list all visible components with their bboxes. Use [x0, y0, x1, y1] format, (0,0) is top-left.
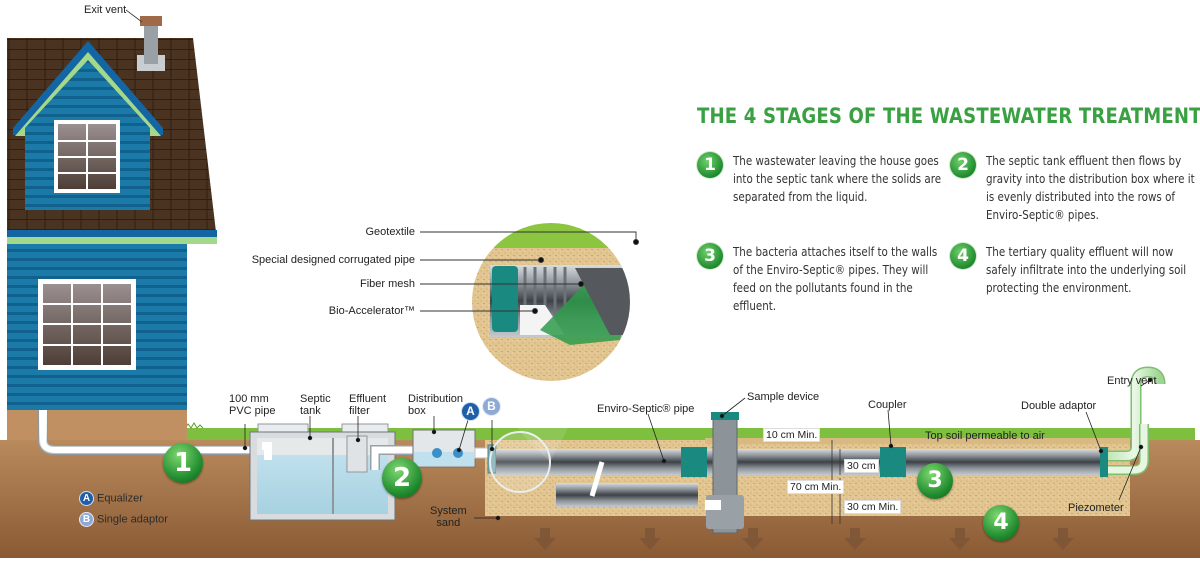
tank-inlet-tee — [262, 442, 272, 460]
stage-4-text: The tertiary quality effluent will now s… — [986, 245, 1187, 295]
eave-blue — [7, 230, 217, 237]
sample-device-cap — [711, 412, 739, 420]
label-pvc-pipe-line2: PVC pipe — [229, 405, 276, 417]
dimension-total-min: 70 cm Min. — [787, 480, 845, 494]
label-effluent-filter-line2: filter — [349, 405, 370, 417]
label-geotextile: Geotextile — [365, 226, 415, 238]
eave-green — [7, 237, 217, 244]
exit-vent-cap — [140, 16, 162, 26]
label-septic-tank-line1: Septic — [300, 393, 331, 405]
dimension-bottom-min: 30 cm Min. — [844, 500, 902, 514]
infiltration-arrows — [534, 528, 1074, 550]
label-effluent-filter-line1: Effluent — [349, 393, 387, 405]
label-system-sand: System sand — [430, 505, 467, 529]
stage-4-number: 4 — [950, 243, 976, 269]
label-corrugated-pipe: Special designed corrugated pipe — [251, 254, 415, 266]
effluent-filter — [346, 435, 368, 473]
stage-3-number: 3 — [697, 243, 723, 269]
stage-2-text: The septic tank effluent then flows by g… — [986, 154, 1195, 222]
diagram-badge-2: 2 — [382, 458, 422, 498]
label-distribution-box: Distribution box — [408, 393, 463, 417]
dimension-top-min: 10 cm Min. — [763, 428, 821, 442]
label-double-adaptor: Double adaptor — [1021, 400, 1097, 412]
label-effluent-filter: Effluent filter — [349, 393, 386, 417]
equalizer-A — [432, 448, 442, 458]
label-fiber-mesh: Fiber mesh — [359, 278, 415, 290]
magnifier-lens-ring — [489, 431, 551, 493]
marker-B: B — [482, 397, 501, 416]
double-adaptor — [1100, 447, 1108, 477]
cutaway-leaders — [420, 231, 639, 314]
label-bio-accelerator: Bio-Accelerator™ — [328, 305, 415, 317]
stage-3-text: The bacteria attaches itself to the wall… — [733, 245, 938, 313]
grass-blades — [184, 422, 204, 429]
label-piezometer: Piezometer — [1068, 502, 1124, 514]
legend-marker-B: B — [79, 512, 94, 527]
diagram-badge-3: 3 — [917, 463, 953, 499]
enviro-septic-pipe-second-row — [556, 483, 698, 507]
label-distribution-box-line2: box — [408, 405, 426, 417]
stage-1-text: The wastewater leaving the house goes in… — [733, 154, 942, 204]
page-title: THE 4 STAGES OF THE WASTEWATER TREATMENT — [697, 104, 1200, 128]
label-pvc-pipe: 100 mm PVC pipe — [229, 393, 275, 417]
label-distribution-box-line1: Distribution — [408, 393, 464, 405]
diagram-badge-4: 4 — [983, 505, 1019, 541]
coupler-1 — [681, 447, 707, 477]
label-enviro-septic-pipe: Enviro-Septic® pipe — [597, 403, 695, 415]
label-exit-vent: Exit vent — [84, 4, 127, 16]
dimension-pipe: 30 cm — [844, 459, 879, 473]
label-entry-vent: Entry vent — [1107, 375, 1157, 387]
exit-vent-pipe — [144, 24, 158, 64]
stage-2-number: 2 — [950, 152, 976, 178]
house-foundation — [7, 410, 187, 440]
dormer-window-mullions — [58, 124, 116, 189]
legend-label-equalizer: Equalizer — [97, 492, 143, 505]
septic-tank-water — [257, 455, 388, 514]
enviro-septic-pipe-row — [496, 449, 1106, 475]
stage-1-number: 1 — [697, 152, 723, 178]
diagram-badge-1: 1 — [163, 443, 203, 483]
exit-vent-leader — [125, 9, 143, 23]
legend-marker-A: A — [79, 491, 94, 506]
label-system-sand-line1: System — [430, 505, 467, 517]
label-coupler: Coupler — [868, 399, 907, 411]
house-window-mullions — [43, 284, 131, 365]
label-septic-tank: Septic tank — [300, 393, 331, 417]
coupler-2 — [880, 447, 906, 477]
legend-label-single-adaptor: Single adaptor — [97, 513, 168, 526]
label-top-soil: Top soil permeable to air — [925, 430, 1045, 442]
label-pvc-pipe-line1: 100 mm — [229, 393, 269, 405]
label-sample-device: Sample device — [747, 391, 820, 403]
label-system-sand-line2: sand — [436, 517, 461, 529]
top-soil-sand — [705, 438, 1130, 444]
label-septic-tank-line2: tank — [300, 405, 321, 417]
marker-A: A — [461, 402, 480, 421]
cutaway-detail — [471, 222, 631, 382]
callout-leaders — [242, 377, 1153, 521]
